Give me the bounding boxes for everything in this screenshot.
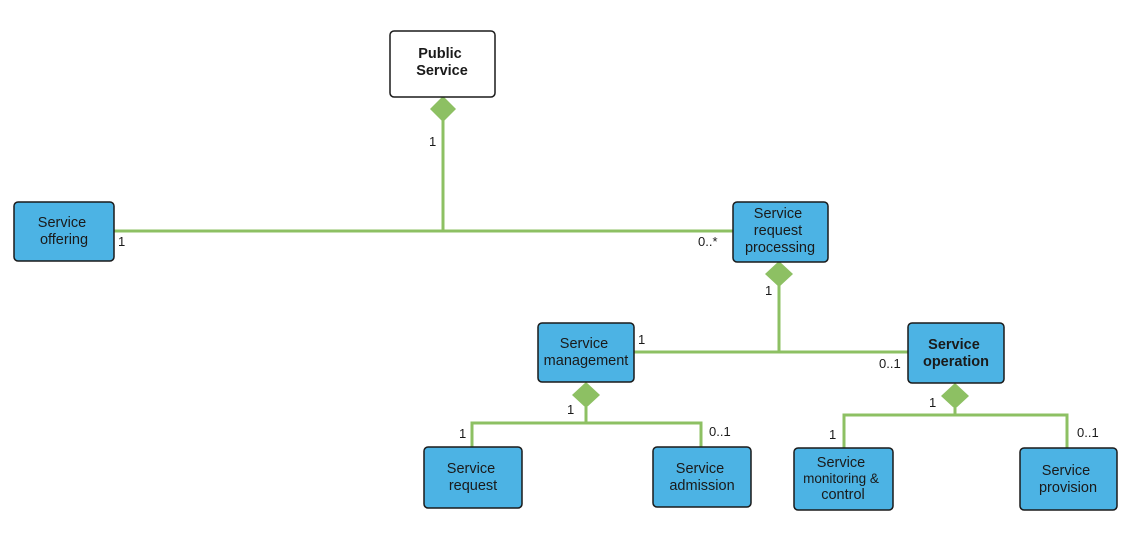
svg-text:Service admission: Service admission [669,461,734,494]
node-line: Service [676,461,724,477]
node-line: processing [745,240,815,256]
mult-provision-end: 0..1 [1077,425,1099,440]
svg-text:Service request: Service request processing [745,206,815,256]
node-line: Service [38,215,86,231]
mult-processing-whole: 1 [765,283,772,298]
node-line: Service [1042,463,1090,479]
node-public-service[interactable]: Public Service [389,30,496,98]
node-line: Service [416,63,468,79]
node-service-request-processing[interactable]: Service request processing [732,201,829,263]
node-line: management [544,353,629,369]
diamond-service-request-processing [765,261,793,287]
mult-processing-end: 0..* [698,234,718,249]
svg-text:Service offering: Service offering [38,215,90,248]
mult-request-end: 1 [459,426,466,441]
nodes: Public Service Service offering Service … [13,30,1118,511]
svg-text:Service provision: Service provision [1039,463,1097,496]
node-service-provision[interactable]: Service provision [1019,447,1118,511]
node-line: request [449,478,497,494]
mult-operation-end: 0..1 [879,356,901,371]
svg-text:Service monitoring &: Service monitoring & control [803,455,883,503]
edge-monitoring-branch [842,413,1069,448]
node-line: Service [447,461,495,477]
node-service-admission[interactable]: Service admission [652,446,752,508]
node-service-request[interactable]: Service request [423,446,523,509]
composition-diamonds [430,96,969,409]
svg-text:Service management: Service management [544,336,629,369]
node-service-offering[interactable]: Service offering [13,201,115,262]
node-line: admission [669,478,734,494]
diamond-service-management [572,382,600,408]
node-line: Service [754,206,802,222]
mult-monitoring-end: 1 [829,427,836,442]
node-service-operation[interactable]: Service operation [907,322,1005,384]
mult-management-whole: 1 [567,402,574,417]
node-service-monitoring-control[interactable]: Service monitoring & control [793,447,894,511]
node-line: monitoring & [803,471,879,486]
svg-text:Public Service: Public Service [416,46,468,79]
svg-text:Service operation: Service operation [923,337,989,370]
diamond-service-operation [941,383,969,409]
node-line: Service [817,455,865,471]
mult-offering-end: 1 [118,234,125,249]
node-line: control [821,487,865,503]
mult-public-service-whole: 1 [429,134,436,149]
mult-admission-end: 0..1 [709,424,731,439]
mult-management-end: 1 [638,332,645,347]
node-line: Service [928,337,980,353]
node-line: Public [418,46,462,62]
node-line: operation [923,354,989,370]
diamond-public-service [430,96,456,122]
node-service-management[interactable]: Service management [537,322,635,383]
node-line: provision [1039,480,1097,496]
node-line: offering [40,232,88,248]
mult-operation-whole: 1 [929,395,936,410]
svg-text:Service request: Service request [447,461,499,494]
edge-request-branch [470,421,703,447]
node-line: Service [560,336,608,352]
node-line: request [754,223,802,239]
multiplicity-labels: 1 1 0..* 1 1 0..1 1 1 0..1 1 1 0..1 [118,134,1099,442]
connectors [114,110,1069,448]
